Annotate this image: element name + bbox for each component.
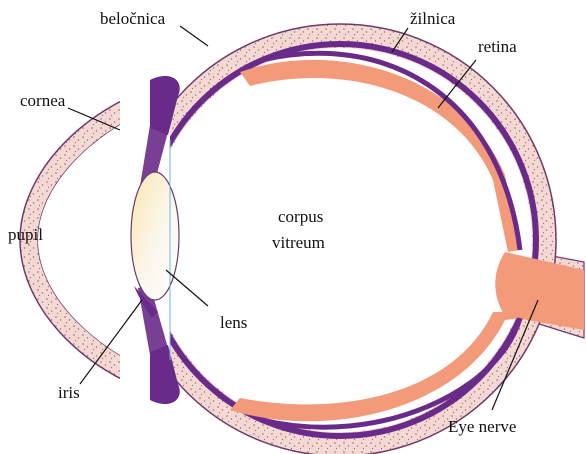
lens-shape	[131, 172, 179, 300]
vitreous-body	[148, 48, 532, 432]
label-iris: iris	[58, 383, 80, 402]
label-zilnica: žilnica	[410, 9, 456, 28]
label-retina: retina	[478, 37, 517, 56]
label-cornea: cornea	[20, 91, 66, 110]
label-corpus-line2: vitreum	[272, 233, 325, 252]
label-eye-nerve: Eye nerve	[448, 417, 516, 436]
label-lens: lens	[220, 313, 247, 332]
label-corpus-line1: corpus	[278, 207, 323, 226]
label-belocnica: beločnica	[100, 9, 166, 28]
leader-belocnica	[180, 26, 208, 46]
label-pupil: pupil	[8, 225, 43, 244]
